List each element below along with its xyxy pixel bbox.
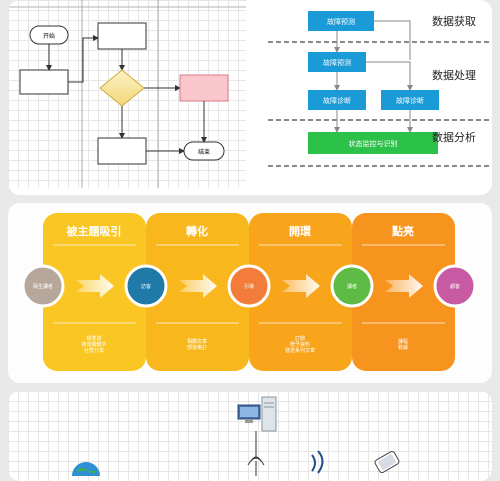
- process-box: [19, 69, 69, 95]
- stage-desc-line: 課程: [398, 338, 408, 345]
- funnel-diagram: 被主題吸引 轉化 開環 點亮 陌生讀者 訪客 引導 讀者 顧客 標準發 搜尋關鍵…: [21, 213, 477, 371]
- flow-arrow: [179, 274, 217, 298]
- section-label-acquire: 数据获取: [432, 14, 476, 28]
- stage-desc-line: 社群分享: [84, 347, 104, 354]
- stage-desc-line: 數據: [398, 344, 408, 351]
- circle-label-5: 顧客: [450, 283, 460, 290]
- fault-box-1: [308, 11, 374, 31]
- stage-desc-line: 發送系列文章: [285, 347, 315, 354]
- fault-box-4-label: 故障诊断: [396, 96, 424, 105]
- stage-circle-1: [21, 264, 65, 308]
- circle-label-1: 陌生讀者: [33, 283, 53, 290]
- fault-box-2-label: 故障预测: [323, 58, 351, 67]
- stage-desc-line: 訂閱: [295, 335, 305, 342]
- server-icon: [237, 396, 277, 432]
- process-box: [97, 137, 147, 165]
- flow-arrow: [282, 274, 320, 298]
- section-label-analyze: 数据分析: [432, 130, 476, 144]
- fault-flow-diagram: 故障预测 故障预测 故障诊断 故障诊断 状态监控与识别 数据获取 数据处理 数据…: [268, 11, 492, 167]
- start-label: 开始: [43, 32, 55, 40]
- stage-desc-line: 相關文章: [187, 338, 207, 345]
- stage-desc-line: 部落格訂: [187, 344, 207, 351]
- antenna-icon: [247, 456, 265, 476]
- stage-circle-2: [124, 264, 168, 308]
- monitor-box-label: 状态监控与识别: [349, 139, 398, 148]
- end-label: 结束: [198, 148, 210, 156]
- phone-icon: [374, 451, 400, 473]
- section-label-process: 数据处理: [432, 68, 476, 82]
- wifi-icon: [311, 450, 324, 474]
- circle-label-4: 讀者: [347, 283, 357, 290]
- circle-label-2: 訪客: [141, 283, 151, 290]
- network-diagram: [72, 396, 400, 476]
- stage-circle-5: [433, 264, 477, 308]
- fault-box-1-label: 故障预测: [327, 17, 355, 26]
- fault-box-4: [381, 90, 439, 110]
- swimlane-canvas: 开始 结束: [8, 0, 246, 188]
- funnel-card: 被主題吸引 轉化 開環 點亮 陌生讀者 訪客 引導 讀者 顧客 標準發 搜尋關鍵…: [8, 203, 492, 383]
- fault-box-3-label: 故障诊断: [323, 96, 351, 105]
- monitor-box: [308, 132, 438, 154]
- stage-desc-line: 贈予資料: [290, 341, 310, 348]
- pink-process-box: [179, 74, 229, 102]
- fault-box-3: [308, 90, 366, 110]
- stage-title-2: 轉化: [186, 224, 208, 238]
- stage-circle-4: [330, 264, 374, 308]
- stage-desc-line: 標準發: [86, 335, 101, 342]
- stage-title-3: 開環: [289, 225, 312, 238]
- fault-box-2: [308, 52, 366, 72]
- flow-arrow: [76, 274, 114, 298]
- flowchart-card: 开始 结束 故障预测 故障预测 故障诊断 故障诊断 状态监控与识别 数据获取 数…: [8, 0, 492, 195]
- stage-title-1: 被主題吸引: [67, 224, 122, 238]
- flow-arrow: [385, 274, 423, 298]
- globe-icon: [72, 462, 100, 476]
- stage-desc-line: 搜尋關鍵字: [81, 341, 106, 348]
- stage-circle-3: [227, 264, 271, 308]
- stage-title-4: 點亮: [391, 224, 414, 238]
- circle-label-3: 引導: [244, 283, 254, 290]
- process-box: [97, 22, 147, 50]
- decision-diamond: [99, 69, 145, 107]
- network-card: [8, 391, 492, 481]
